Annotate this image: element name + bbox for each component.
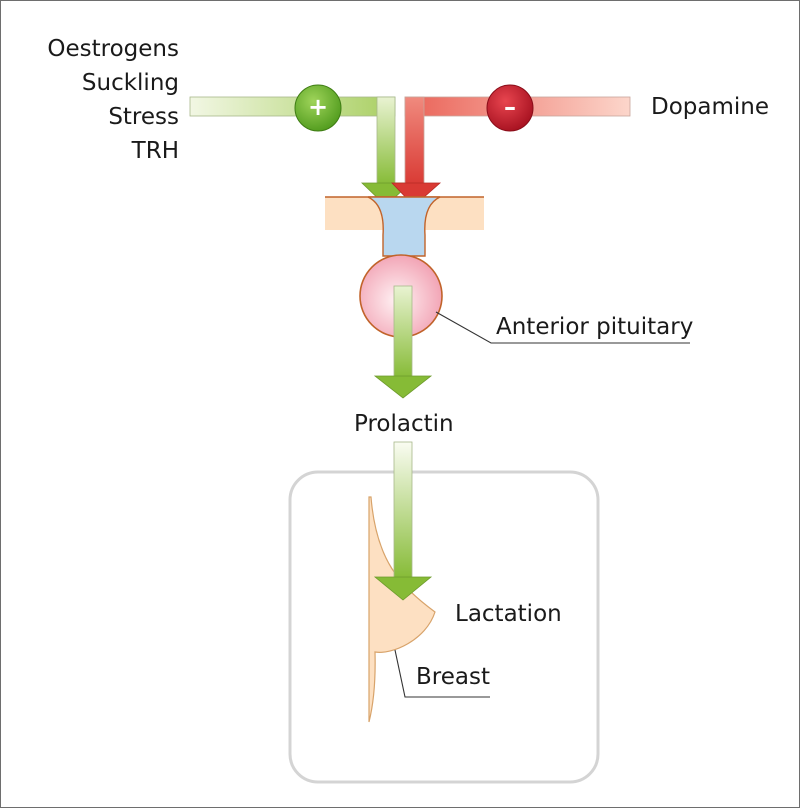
hypothalamus-portal-vessel xyxy=(325,196,484,257)
breast-shape xyxy=(368,496,436,723)
stimulator-trh: TRH xyxy=(131,138,179,164)
dopamine-label: Dopamine xyxy=(651,94,769,120)
prolactin-secretion-arrow xyxy=(373,285,433,399)
minus-circle xyxy=(486,84,534,132)
plus-sign: + xyxy=(307,93,329,121)
prolactin-label: Prolactin xyxy=(354,411,454,437)
stimulator-suckling: Suckling xyxy=(81,70,179,96)
minus-sign: – xyxy=(504,93,516,121)
inhibition-arrow xyxy=(391,96,631,207)
breast-leader-line xyxy=(394,649,490,698)
stimulator-labels: Oestrogens Suckling Stress TRH xyxy=(47,32,179,168)
stimulator-stress: Stress xyxy=(108,104,179,130)
stimulator-oestrogens: Oestrogens xyxy=(47,36,179,62)
plus-circle xyxy=(294,84,342,132)
prolactin-to-breast-arrow xyxy=(373,441,433,601)
anterior-pituitary-label: Anterior pituitary xyxy=(496,314,694,340)
pituitary-leader-line xyxy=(435,311,690,344)
breast-label: Breast xyxy=(416,664,490,690)
stimulation-arrow xyxy=(189,96,411,207)
lactation-label: Lactation xyxy=(455,601,562,627)
breast-panel xyxy=(288,470,600,784)
